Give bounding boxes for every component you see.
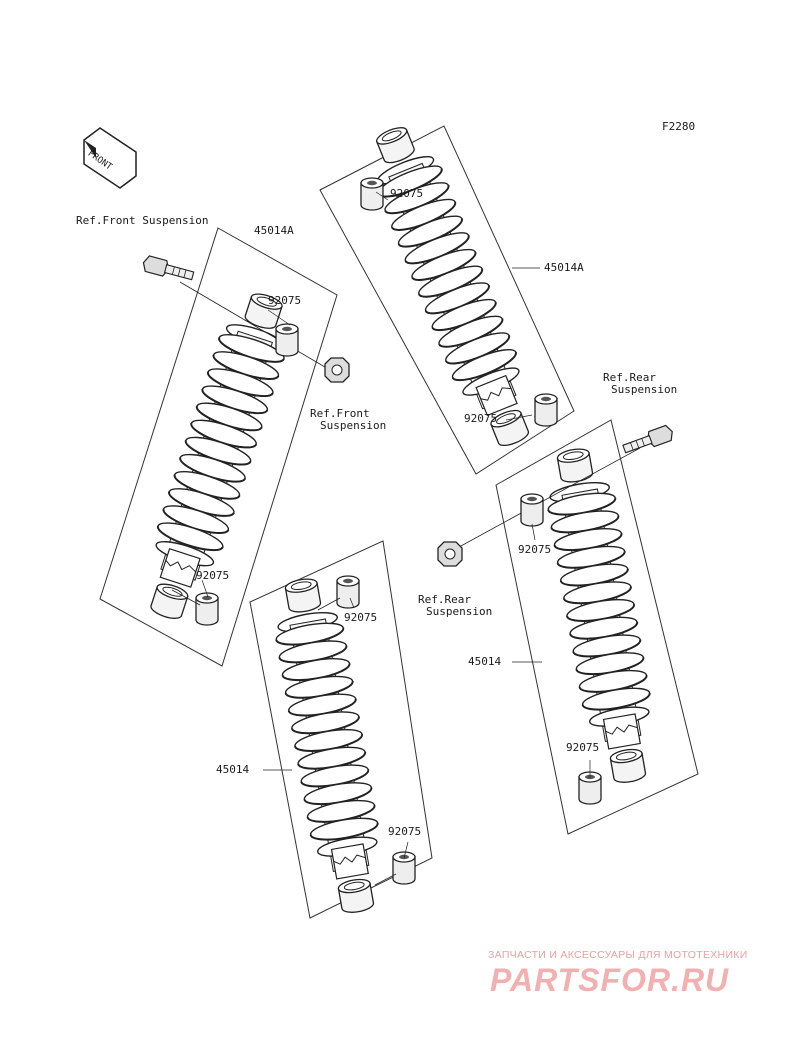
front-left-bushing-bottom-label: 92075	[196, 569, 230, 582]
rear-right-shock-absorber	[539, 444, 664, 788]
rear-left-assembly-label: 45014	[216, 763, 250, 776]
front-right-top-bushing	[360, 177, 384, 211]
rear-left-top-bushing	[336, 575, 360, 609]
rear-right-bushing-bottom-label: 92075	[566, 741, 600, 754]
front-left-top-bushing	[275, 323, 299, 357]
front-arrow-icon	[83, 127, 137, 189]
ref-front-suspension-nut-label-line1: Ref.Front	[310, 407, 370, 420]
front-left-top-bolt	[140, 254, 196, 285]
front-left-top-nut	[324, 357, 350, 383]
front-right-bushing-bottom-label: 92075	[464, 412, 498, 425]
rear-left-bushing-top-label: 92075	[344, 611, 378, 624]
ref-rear-suspension-bolt-label-line2: Suspension	[611, 383, 678, 396]
rear-right-assembly-box	[495, 419, 699, 835]
rear-left-shock-absorber	[267, 574, 392, 918]
rear-left-bushing-bottom-label: 92075	[388, 825, 422, 838]
ref-rear-suspension-bolt-label-line1: Ref.Rear	[603, 371, 656, 384]
front-left-assembly-box	[99, 227, 338, 667]
front-right-bushing-top-label: 92075	[390, 187, 424, 200]
rear-right-top-bushing	[520, 493, 544, 527]
front-right-shock-absorber	[358, 118, 547, 456]
ref-rear-suspension-nut-label-line2: Suspension	[426, 605, 493, 618]
front-right-bottom-bushing	[534, 393, 558, 427]
ref-front-suspension-top-label: Ref.Front Suspension	[76, 214, 209, 227]
watermark-logo: PARTSFOR.RU	[490, 962, 730, 998]
rear-left-assembly-box	[249, 540, 433, 919]
rear-right-top-bolt	[620, 423, 676, 458]
front-right-assembly-label: 45014A	[544, 261, 584, 274]
rear-right-top-nut	[437, 541, 463, 567]
figure-code: F2280	[662, 120, 696, 133]
rear-right-assembly-label: 45014	[468, 655, 502, 668]
watermark-tagline: ЗАПЧАСТИ И АКСЕССУАРЫ ДЛЯ МОТОТЕХНИКИ	[488, 949, 748, 961]
front-left-bushing-top-label: 92075	[268, 294, 302, 307]
front-left-assembly-label: 45014A	[254, 224, 294, 237]
rear-right-bushing-top-label: 92075	[518, 543, 552, 556]
ref-rear-suspension-nut-label-line1: Ref.Rear	[418, 593, 471, 606]
front-left-bottom-bushing	[195, 592, 219, 626]
ref-front-suspension-nut-label-line2: Suspension	[320, 419, 387, 432]
